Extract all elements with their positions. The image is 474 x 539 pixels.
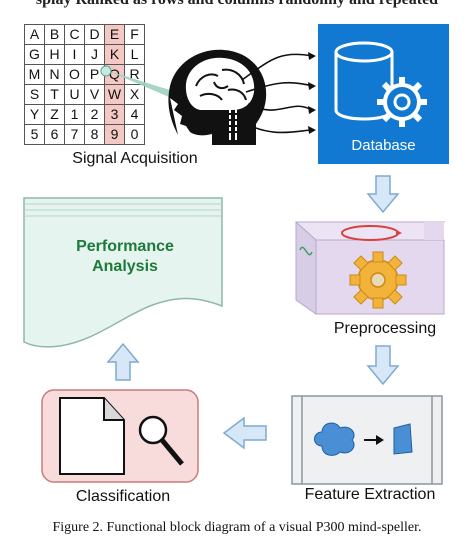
speller-cell: 1 [65,105,85,125]
speller-cell: L [125,45,145,65]
signal-acquisition-label: Signal Acquisition [72,150,198,167]
database-cylinder-icon [334,41,427,127]
speller-cell: 7 [65,125,85,145]
cropped-header-text: splay Ranked as rows and columns randoml… [0,0,474,9]
document-icon [59,397,125,475]
signal-wires [239,53,313,134]
speller-cell: Z [45,105,65,125]
performance-line1: Performance [76,238,174,255]
performance-document [23,197,223,348]
speller-cell: D [85,25,105,45]
figure-caption: Figure 2. Functional block diagram of a … [52,520,422,535]
magnifier-icon [138,415,184,466]
speller-cell: A [25,25,45,45]
speller-cell: S [25,85,45,105]
speller-cell: R [125,65,145,85]
cloud-icon [314,422,355,456]
preprocessing-label: Preprocessing [333,320,437,337]
speller-cell: G [25,45,45,65]
speller-cell: K [105,45,125,65]
database-label: Database [351,137,416,154]
speller-cell: M [25,65,45,85]
speller-cell: J [85,45,105,65]
feature-extraction-label: Feature Extraction [304,486,436,503]
speller-cell: 2 [85,105,105,125]
arrow-down-2 [366,345,400,386]
speller-cell: N [45,65,65,85]
speller-cell: 9 [105,125,125,145]
arrow-down-1 [366,175,400,214]
wire-arrowheads [308,52,316,134]
speller-cell: W [105,85,125,105]
gaze-beam [100,65,176,100]
speller-cell: T [45,85,65,105]
speller-cell: 3 [105,105,125,125]
speller-cell: 6 [45,125,65,145]
speller-cell: 8 [85,125,105,145]
speller-cell: B [45,25,65,45]
speller-cell: F [125,25,145,45]
data-card-icon [393,423,413,455]
speller-cell: 4 [125,105,145,125]
speller-cell: I [65,45,85,65]
speller-cell: O [65,65,85,85]
speller-cell: V [85,85,105,105]
arrow-right-icon [364,435,384,445]
speller-cell: 0 [125,125,145,145]
speller-cell: C [65,25,85,45]
speller-cell: X [125,85,145,105]
speller-cell: U [65,85,85,105]
gear-icon [349,251,407,309]
arrow-left [222,416,267,450]
performance-analysis-title: Performance Analysis [40,237,210,277]
classification-label: Classification [75,488,171,505]
db-gear-icon [377,77,427,127]
performance-line2: Analysis [92,258,158,275]
speller-cell: 5 [25,125,45,145]
speller-cell: H [45,45,65,65]
speller-cell: Y [25,105,45,125]
speller-cell: E [105,25,125,45]
arrow-up [106,342,140,381]
